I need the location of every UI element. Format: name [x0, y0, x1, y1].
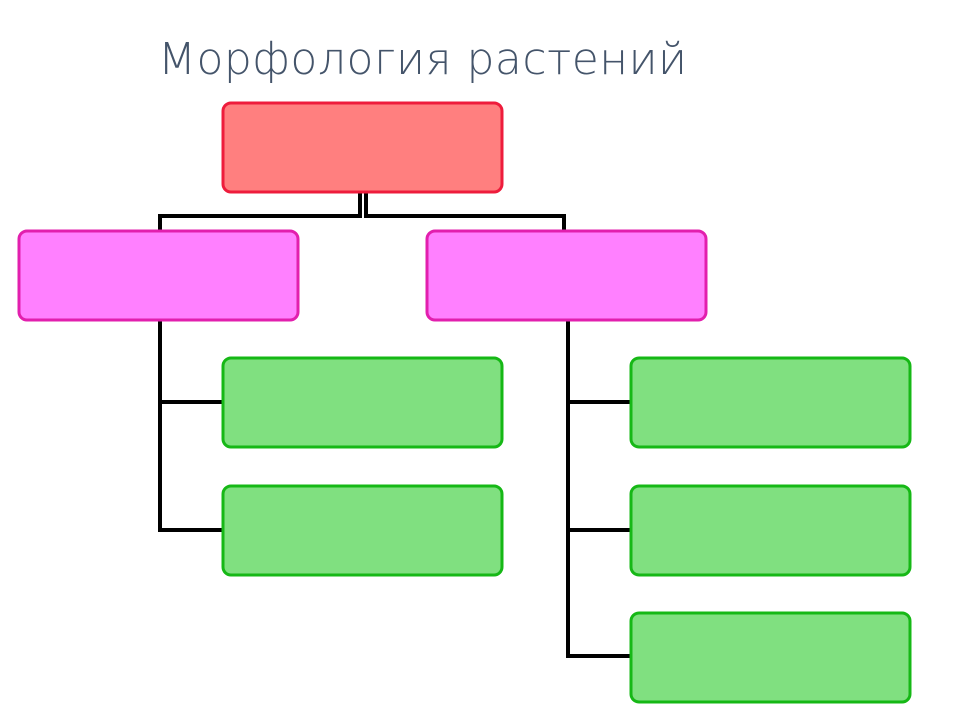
- page-title: Морфология растений: [158, 34, 688, 85]
- leaf-box-right-1: [629, 356, 912, 449]
- connectors: [158, 191, 632, 658]
- leaf-node-right-3: [629, 611, 912, 704]
- branch-box-left: [17, 229, 300, 322]
- root-node: [221, 101, 504, 194]
- leaf-node-right-1: [629, 356, 912, 449]
- leaf-node-left-2: [221, 484, 504, 577]
- leaf-box-right-3: [629, 611, 912, 704]
- leaf-node-right-2: [629, 484, 912, 577]
- branch-node-right: [425, 229, 708, 322]
- connector-left-branch: [158, 319, 224, 532]
- leaf-node-left-1: [221, 356, 504, 449]
- root-box: [221, 101, 504, 194]
- connector-right-branch: [566, 319, 632, 658]
- branch-box-right: [425, 229, 708, 322]
- branch-node-left: [17, 229, 300, 322]
- leaf-box-right-2: [629, 484, 912, 577]
- leaf-box-left-1: [221, 356, 504, 449]
- connector-root-to-branches: [158, 191, 566, 232]
- leaf-box-left-2: [221, 484, 504, 577]
